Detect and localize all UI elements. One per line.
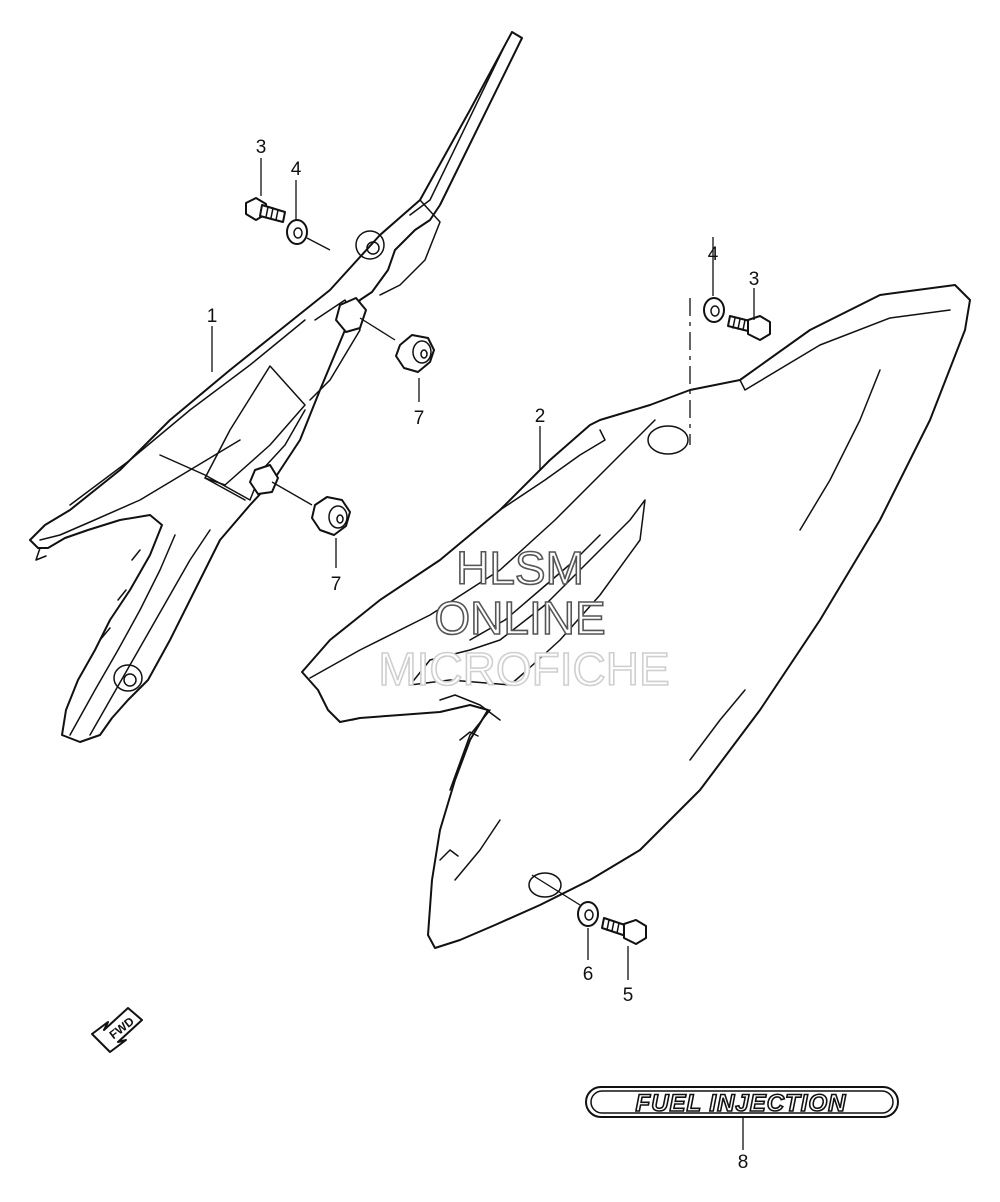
washer-upper-left [286, 219, 308, 245]
decal-text: FUEL INJECTION [636, 1090, 847, 1117]
side-cover-right [301, 284, 971, 949]
rubber-mount-inner-a [335, 297, 367, 333]
leader-mount-lower [271, 481, 313, 506]
callout-3-left: 3 [256, 137, 267, 158]
callout-5: 5 [623, 985, 634, 1006]
callout-4-left: 4 [291, 159, 302, 180]
callout-6: 6 [583, 964, 594, 985]
frame-cover-left [29, 31, 523, 743]
callout-7-upper: 7 [414, 408, 425, 429]
watermark-line1: HLSM [456, 542, 584, 594]
rubber-mount-upper [395, 334, 435, 373]
washer-lower [577, 901, 599, 927]
leader-washer-left [306, 237, 331, 251]
fuel-injection-decal: FUEL INJECTION [585, 1086, 899, 1118]
callout-1: 1 [207, 306, 218, 327]
rubber-mount-inner-b [249, 464, 279, 495]
bolt-upper-right [727, 315, 771, 341]
callout-8: 8 [738, 1152, 749, 1173]
watermark-line3: MICROFICHE [378, 643, 669, 695]
leader-washer-lower [531, 874, 581, 906]
rubber-mount-lower [311, 496, 351, 536]
washer-upper-right [703, 297, 725, 323]
bolt-lower [601, 917, 647, 945]
callout-7-lower: 7 [331, 574, 342, 595]
callout-2: 2 [535, 406, 546, 427]
callout-4-right: 4 [708, 244, 719, 265]
forward-arrow-icon: FWD [91, 1007, 143, 1053]
watermark-line2: ONLINE [434, 592, 605, 644]
leader-mount-upper [359, 317, 396, 341]
bolt-upper-left [245, 197, 286, 223]
callout-3-right: 3 [749, 269, 760, 290]
